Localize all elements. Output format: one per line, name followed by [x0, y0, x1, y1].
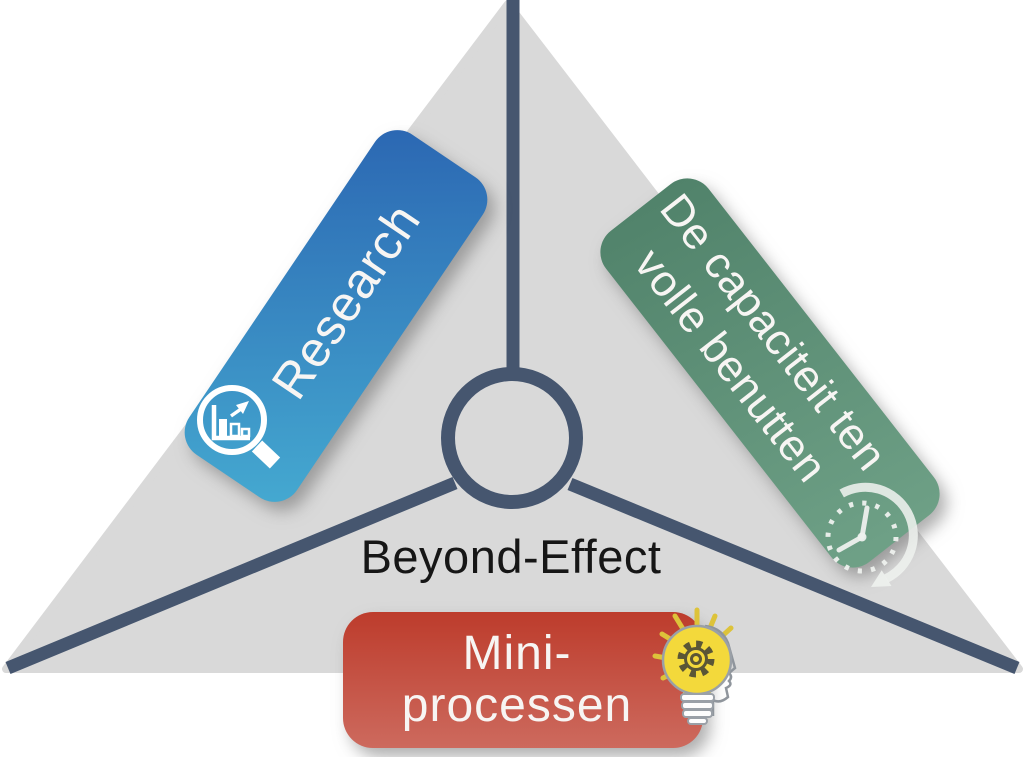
mini-processen-label-line2: processen — [401, 679, 633, 732]
center-label: Beyond-Effect — [360, 530, 662, 583]
clock-history-icon — [825, 482, 918, 587]
mini-processen-label-line1: Mini- — [462, 627, 572, 680]
node-card-mini-processen: Mini- processen — [343, 612, 703, 748]
node-research-wrapper: Research — [143, 119, 498, 513]
mini-processen-label: Mini- processen — [343, 628, 703, 732]
center-circle — [441, 367, 583, 509]
node-capacity-wrapper: De capaciteit ten volle benutten — [560, 167, 980, 579]
connector-line-left — [5, 476, 458, 675]
connector-line-right — [567, 477, 1020, 675]
idea-head-bulb-gear-icon — [652, 607, 737, 725]
magnifier-bar-chart-icon — [197, 385, 281, 469]
node-mini-processen-wrapper: Mini- processen — [343, 612, 703, 748]
